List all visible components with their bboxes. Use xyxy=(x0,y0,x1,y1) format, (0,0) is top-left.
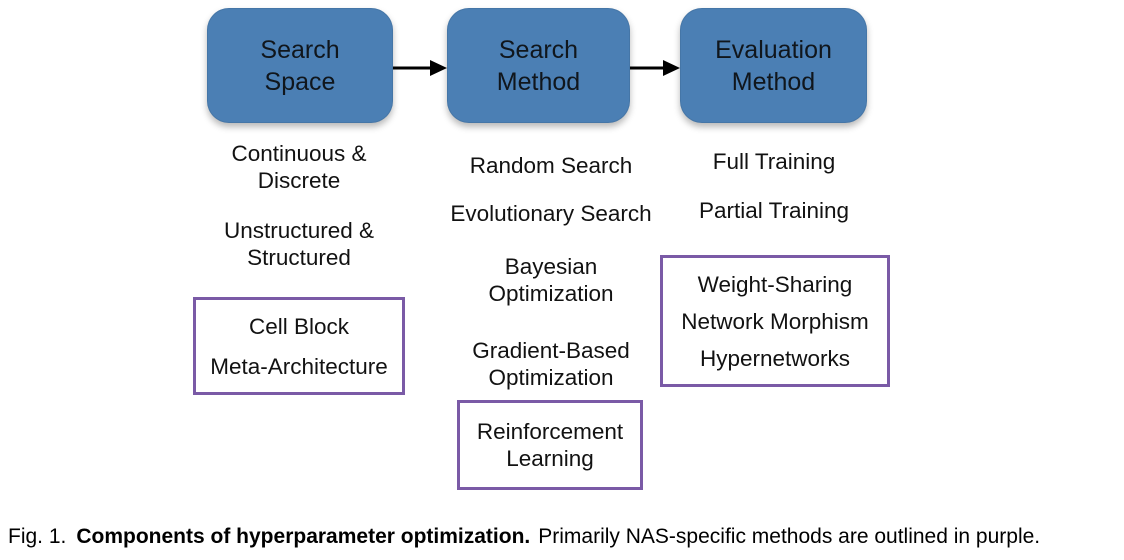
diagram-item-evolutionary-search: Evolutionary Search xyxy=(450,201,652,226)
purple-outline-box-search-space: Cell Block Meta-Architecture xyxy=(193,297,405,395)
purple-outline-box-search-method: Reinforcement Learning xyxy=(457,400,643,490)
caption-bold-title: Components of hyperparameter optimizatio… xyxy=(76,525,531,548)
diagram-item-unstructured-structured: Unstructured & Structured xyxy=(223,218,375,270)
diagram-item-continuous-discrete: Continuous & Discrete xyxy=(231,141,367,193)
diagram-item-meta-architecture: Meta-Architecture xyxy=(210,353,388,379)
diagram-item-cell-block: Cell Block xyxy=(248,313,350,339)
diagram-item-full-training: Full Training xyxy=(712,149,836,174)
caption-fig-label: Fig. 1. xyxy=(8,525,67,548)
diagram-item-hypernetworks: Hypernetworks xyxy=(699,345,851,371)
diagram-item-network-morphism: Network Morphism xyxy=(681,308,869,334)
diagram-item-reinforcement-learning: Reinforcement Learning xyxy=(476,419,624,471)
caption-description: Primarily NAS-specific methods are outli… xyxy=(538,525,1041,548)
figure-caption: Fig. 1. Components of hyperparameter opti… xyxy=(8,522,1120,552)
flow-box-evaluation-method: Evaluation Method xyxy=(680,8,867,123)
diagram-item-weight-sharing: Weight-Sharing xyxy=(697,271,853,297)
diagram-item-gradient-based-optimization: Gradient-Based Optimization xyxy=(472,338,630,390)
diagram-item-partial-training: Partial Training xyxy=(698,198,850,223)
purple-outline-box-evaluation-method: Weight-Sharing Network Morphism Hypernet… xyxy=(660,255,890,387)
flow-box-search-method: Search Method xyxy=(447,8,630,123)
arrow-right-icon xyxy=(393,60,447,76)
arrow-right-icon xyxy=(630,60,680,76)
flow-box-search-space: Search Space xyxy=(207,8,393,123)
diagram-item-random-search: Random Search xyxy=(469,153,633,178)
diagram-item-bayesian-optimization: Bayesian Optimization xyxy=(488,254,614,306)
